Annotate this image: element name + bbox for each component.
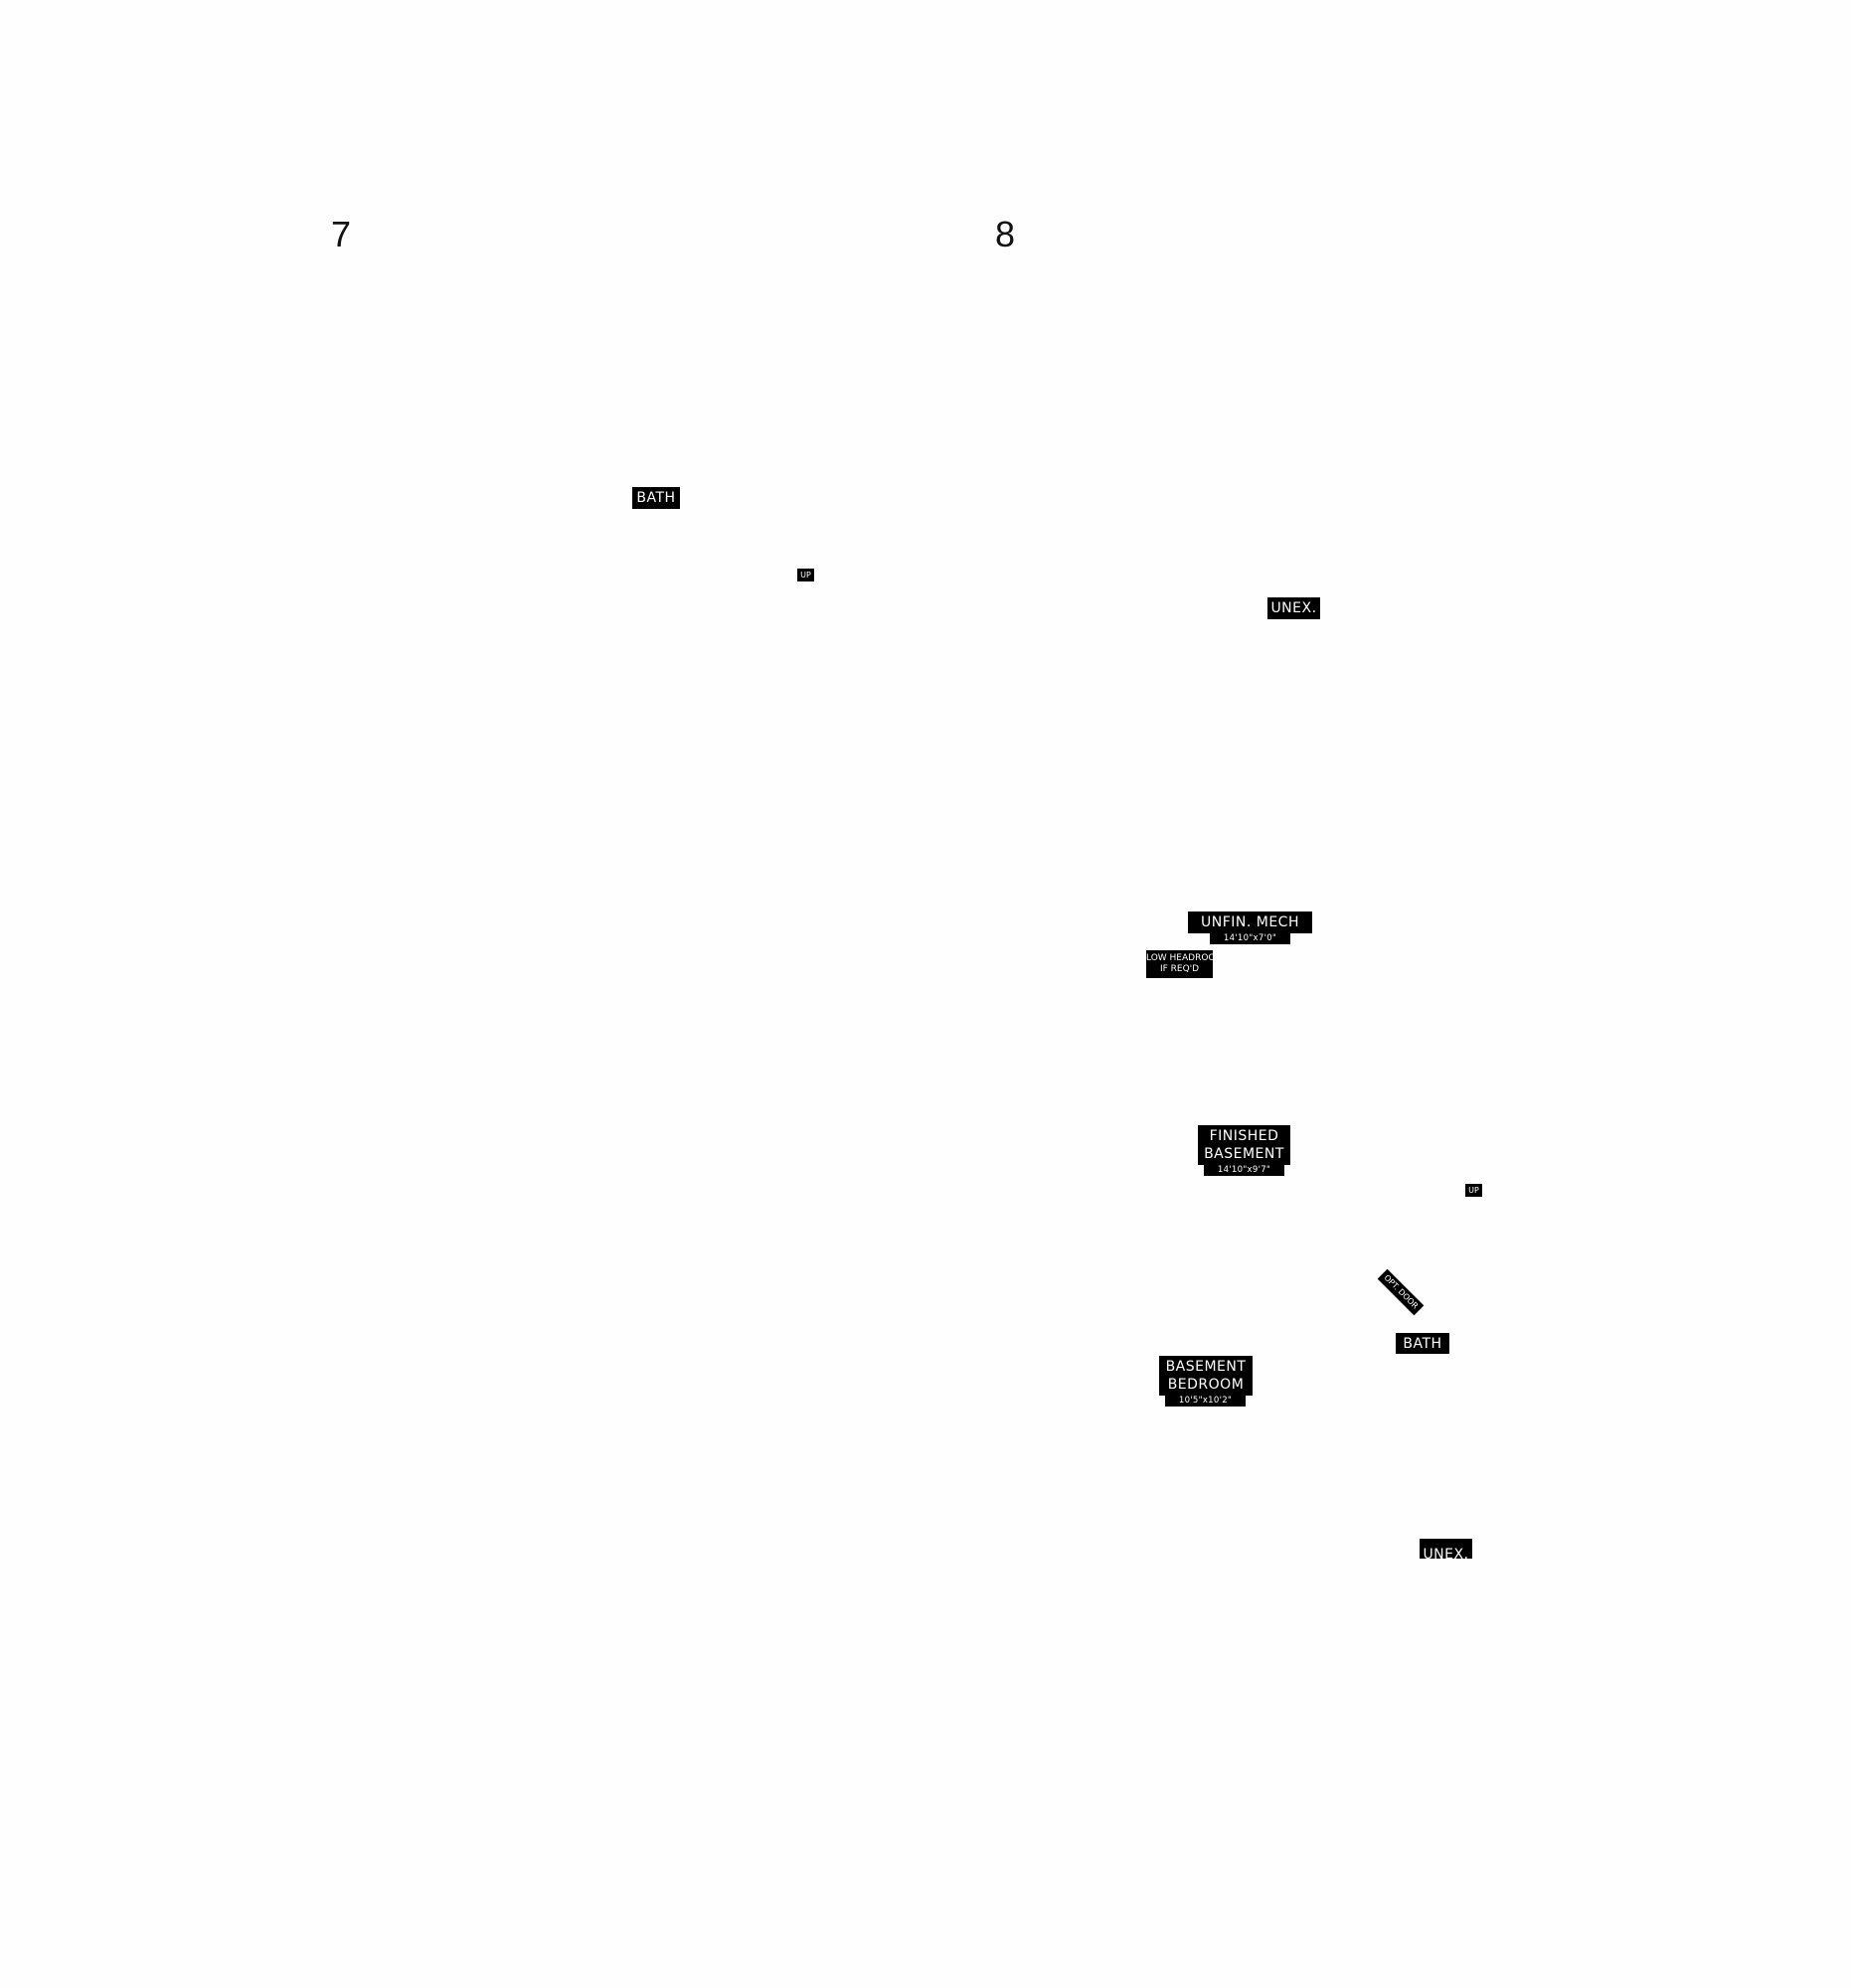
room-label-text: UNFIN. MECH bbox=[1200, 914, 1299, 930]
room-dimension-unfin-mech: 14'10"x7'0" bbox=[1210, 933, 1290, 944]
room-label-bath: BATH bbox=[632, 487, 680, 509]
room-label-line-1: BASEMENT bbox=[1165, 1359, 1247, 1375]
room-dimension-finished-basement: 14'10"x9'7" bbox=[1204, 1165, 1284, 1176]
page-number-7: 7 bbox=[331, 214, 352, 254]
room-label-line-2: BASEMENT bbox=[1204, 1146, 1284, 1162]
stair-up-label: UP bbox=[1465, 1184, 1482, 1197]
room-label-text: BATH bbox=[1403, 1336, 1442, 1352]
room-label-finished-basement: FINISHED BASEMENT bbox=[1198, 1125, 1290, 1165]
room-label-text: UNEX. bbox=[1423, 1547, 1469, 1559]
room-label-basement-bedroom: BASEMENT BEDROOM bbox=[1159, 1356, 1253, 1396]
stair-up-label: UP bbox=[797, 569, 814, 581]
note-opt-door-text: OPT. DOOR bbox=[1382, 1272, 1421, 1311]
room-label-text: UNEX. bbox=[1270, 600, 1317, 616]
note-low-headroom: LOW HEADROOM IF REQ'D bbox=[1146, 950, 1213, 978]
room-dimension-text: 14'10"x7'0" bbox=[1223, 933, 1277, 943]
note-line-1: LOW HEADROOM bbox=[1146, 953, 1213, 963]
room-dimension-basement-bedroom: 10'5"x10'2" bbox=[1165, 1396, 1246, 1407]
room-label-line-2: BEDROOM bbox=[1167, 1377, 1245, 1393]
room-dimension-text: 14'10"x9'7" bbox=[1217, 1165, 1271, 1175]
note-line-2: IF REQ'D bbox=[1159, 964, 1200, 974]
stair-up-text: UP bbox=[1468, 1186, 1479, 1195]
room-dimension-text: 10'5"x10'2" bbox=[1178, 1396, 1233, 1406]
room-label-unfin-mech: UNFIN. MECH bbox=[1188, 911, 1312, 933]
page-number-8: 8 bbox=[995, 214, 1016, 254]
room-label-line-1: FINISHED bbox=[1209, 1128, 1279, 1144]
room-label-unex: UNEX. bbox=[1267, 597, 1320, 619]
room-label-unex: UNEX. bbox=[1420, 1539, 1472, 1559]
room-label-bath: BATH bbox=[1396, 1333, 1449, 1354]
stair-up-text: UP bbox=[800, 571, 811, 580]
room-label-text: BATH bbox=[636, 490, 676, 506]
note-opt-door: OPT. DOOR bbox=[1377, 1268, 1425, 1316]
